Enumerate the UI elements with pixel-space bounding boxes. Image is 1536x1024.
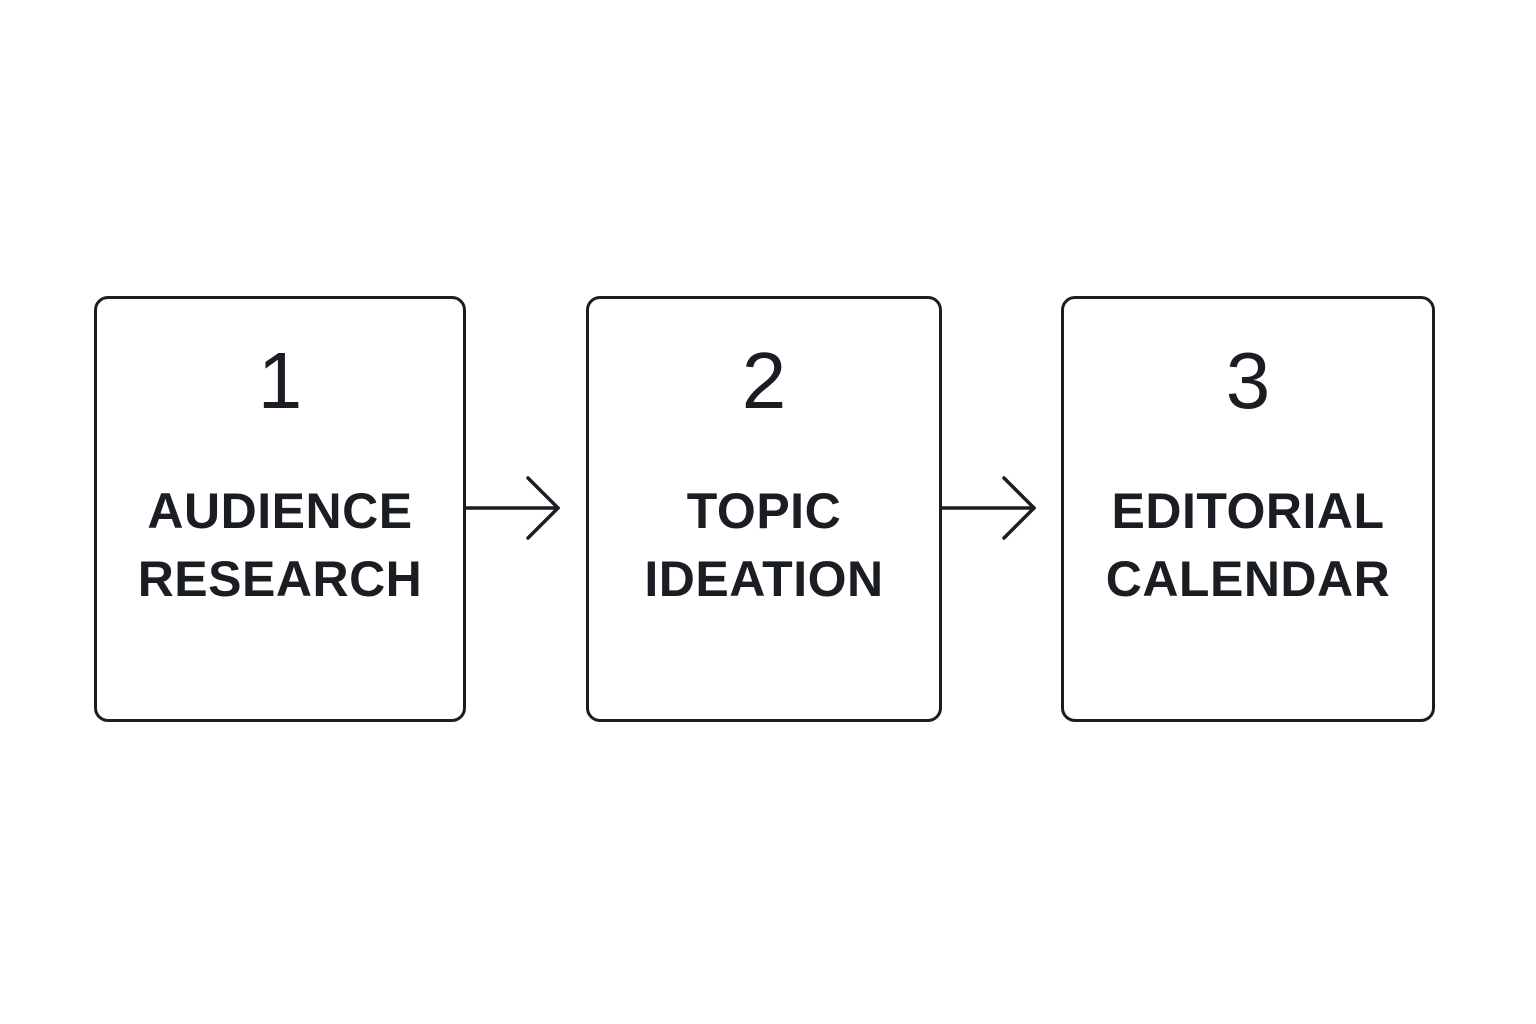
step-label-line: AUDIENCE	[147, 483, 413, 539]
arrow-right-icon	[940, 476, 1036, 540]
step-number: 2	[741, 336, 787, 425]
step-label-line: TOPIC	[686, 483, 842, 539]
step-label: AUDIENCE RESEARCH	[97, 477, 463, 613]
step-number: 1	[257, 336, 303, 425]
step-box-editorial-calendar: 3 EDITORIAL CALENDAR	[1061, 296, 1435, 722]
step-box-audience-research: 1 AUDIENCE RESEARCH	[94, 296, 466, 722]
step-label: EDITORIAL CALENDAR	[1064, 477, 1432, 613]
step-label: TOPIC IDEATION	[589, 477, 939, 613]
step-label-line: EDITORIAL	[1111, 483, 1385, 539]
step-label-line: IDEATION	[644, 551, 884, 607]
arrow-right-icon	[464, 476, 560, 540]
step-number: 3	[1225, 336, 1271, 425]
step-label-line: RESEARCH	[137, 551, 423, 607]
step-box-topic-ideation: 2 TOPIC IDEATION	[586, 296, 942, 722]
step-label-line: CALENDAR	[1105, 551, 1391, 607]
